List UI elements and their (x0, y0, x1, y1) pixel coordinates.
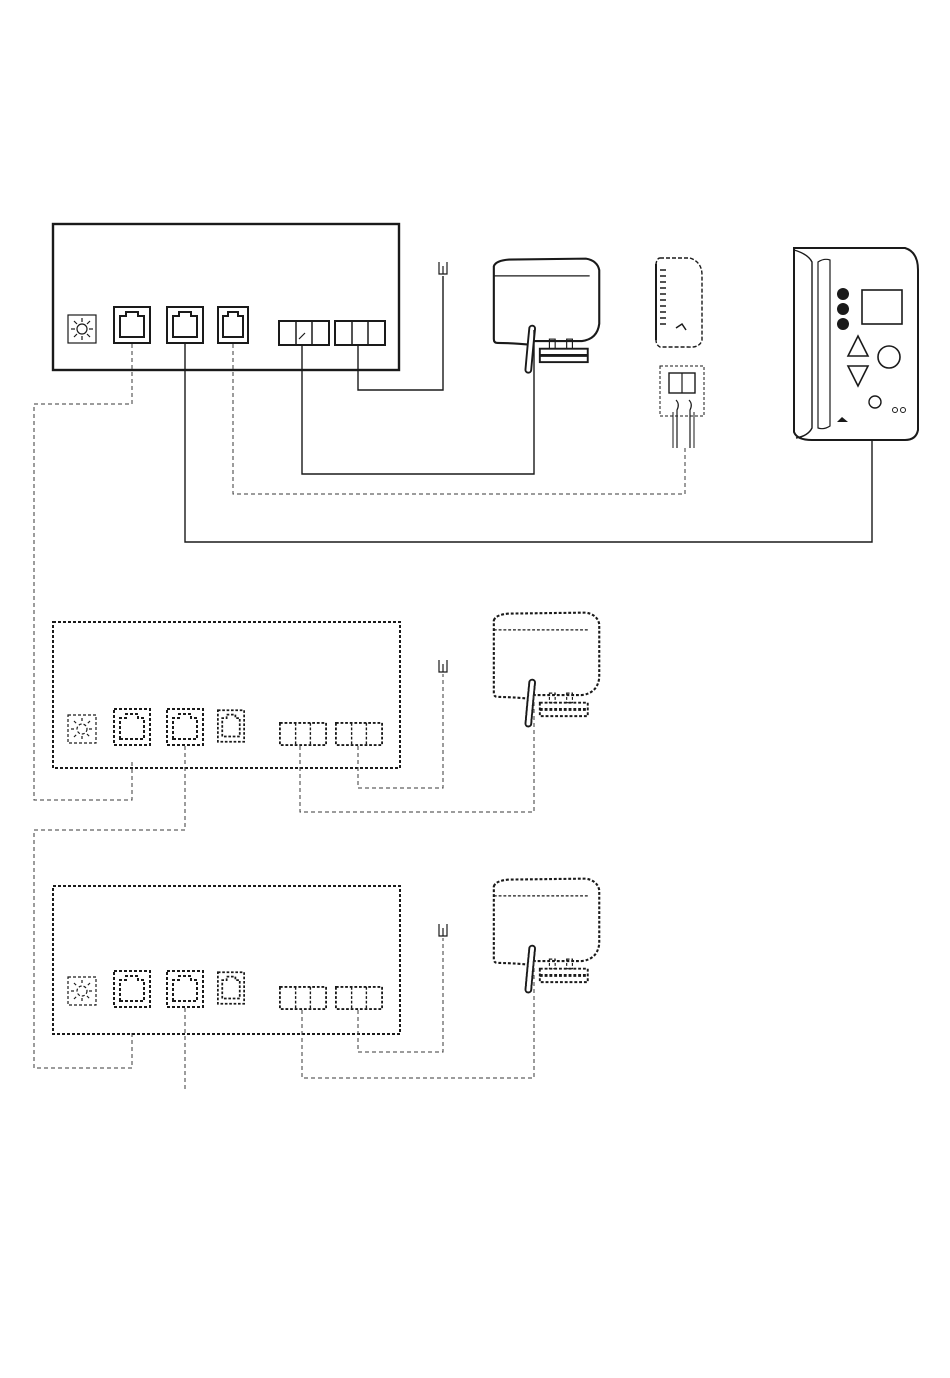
led-indicator-2 (901, 408, 906, 413)
wire-bus-to-slave-2 (34, 746, 185, 1068)
address-rotary-switch[interactable] (68, 977, 96, 1005)
controller-slave-2-housing (53, 886, 400, 1034)
room-sensor (656, 258, 704, 448)
round-button[interactable] (878, 346, 900, 368)
power-icon[interactable] (869, 396, 881, 408)
rj-jack-sensor[interactable] (218, 307, 248, 343)
controller-slave-1 (53, 622, 400, 768)
wiring-slave-2 (185, 938, 534, 1092)
rj-jack-bus-1[interactable] (114, 971, 150, 1007)
wire-actuator (300, 690, 534, 812)
address-rotary-switch[interactable] (68, 715, 96, 743)
arrow-up-button[interactable] (848, 336, 868, 356)
thermometer-icon[interactable] (837, 288, 849, 300)
controller-slave-1-housing (53, 622, 400, 768)
terminal-block-actuator (280, 723, 326, 745)
power-plug-icon (439, 660, 447, 672)
led-indicator-1 (893, 408, 898, 413)
controller-slave-2 (53, 886, 400, 1034)
controller-main-housing (53, 224, 399, 370)
wiring-main-dashed (34, 344, 685, 800)
wiring-slave-1 (34, 674, 534, 1068)
terminal-block-actuator (279, 321, 329, 345)
rj-jack-sensor[interactable] (218, 972, 244, 1004)
wire-power (358, 276, 443, 390)
power-plug-icon (439, 262, 447, 274)
terminal-block-power (335, 321, 385, 345)
controller-main (53, 224, 399, 370)
rj-jack-bus-1[interactable] (114, 709, 150, 745)
valve-actuator-main (494, 259, 599, 370)
wire-display (185, 344, 872, 542)
sensor-vents (660, 270, 666, 324)
rj-jack-bus-1[interactable] (114, 307, 150, 343)
wiring-main (185, 276, 872, 542)
panel-logo-icon (837, 417, 848, 422)
address-rotary-switch[interactable] (68, 315, 96, 343)
rj-jack-sensor[interactable] (218, 710, 244, 742)
rj-jack-bus-2[interactable] (167, 971, 203, 1007)
wire-bus-to-slave-1 (34, 344, 132, 800)
valve-actuator-slave-2 (494, 879, 599, 990)
fan-icon[interactable] (837, 303, 849, 315)
power-plug-icon (439, 924, 447, 936)
wire-sensor (233, 344, 685, 494)
lcd-screen (862, 290, 902, 324)
wire-actuator (302, 330, 534, 474)
rj-jack-bus-2[interactable] (167, 709, 203, 745)
terminal-block-power (336, 987, 382, 1009)
terminal-block-actuator (280, 987, 326, 1009)
valve-actuator-slave-1 (494, 613, 599, 724)
sensor-logo-icon (676, 324, 686, 330)
jumper-mark (299, 333, 305, 339)
rj-jack-bus-2[interactable] (167, 307, 203, 343)
terminal-block-power (336, 723, 382, 745)
wire-actuator (302, 960, 534, 1078)
arrow-down-button[interactable] (848, 366, 868, 386)
settings-icon[interactable] (837, 318, 849, 330)
display-panel (794, 248, 918, 440)
